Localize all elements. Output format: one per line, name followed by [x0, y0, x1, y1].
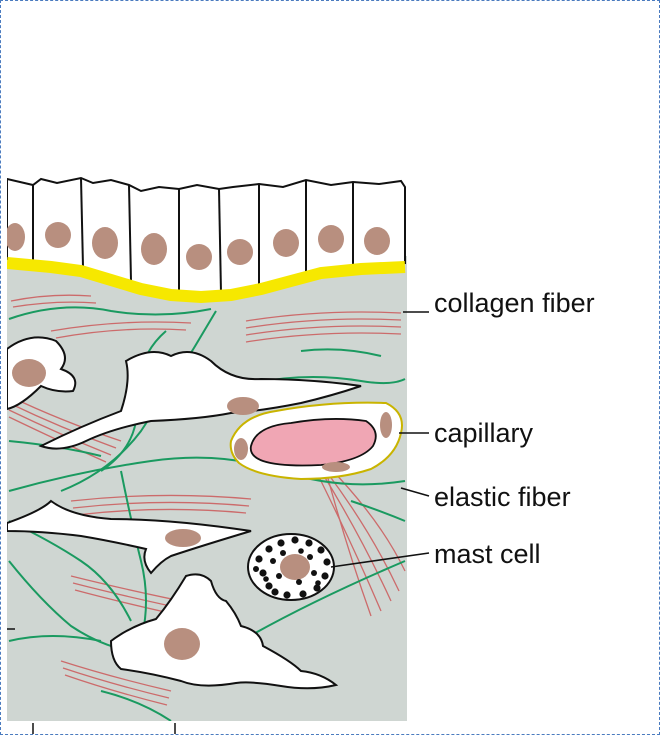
label-collagen-fiber: collagen fiber: [434, 290, 595, 317]
epithelial-nucleus: [318, 225, 344, 253]
fibroblast-nucleus: [165, 529, 201, 547]
epithelial-nucleus: [45, 222, 71, 248]
epithelial-nucleus: [92, 227, 118, 259]
fibroblast-nucleus: [227, 397, 259, 415]
mast-cell: [248, 534, 334, 600]
epithelial-nucleus: [186, 244, 212, 270]
endothelial-nucleus: [380, 412, 392, 438]
epithelial-nucleus: [141, 233, 167, 265]
label-capillary: capillary: [434, 420, 533, 447]
epithelial-nucleus: [273, 229, 299, 257]
endothelial-nucleus: [322, 462, 350, 472]
fibroblast-nucleus: [12, 359, 46, 387]
label-elastic-fiber: elastic fiber: [434, 484, 571, 511]
endothelial-nucleus: [234, 438, 248, 460]
epithelial-nucleus: [5, 223, 25, 251]
epithelial-nucleus: [364, 227, 390, 255]
label-mast-cell: mast cell: [434, 541, 541, 568]
fibroblast-nucleus: [164, 628, 200, 660]
epithelial-nucleus: [227, 239, 253, 265]
mast-cell-nucleus: [280, 554, 310, 580]
